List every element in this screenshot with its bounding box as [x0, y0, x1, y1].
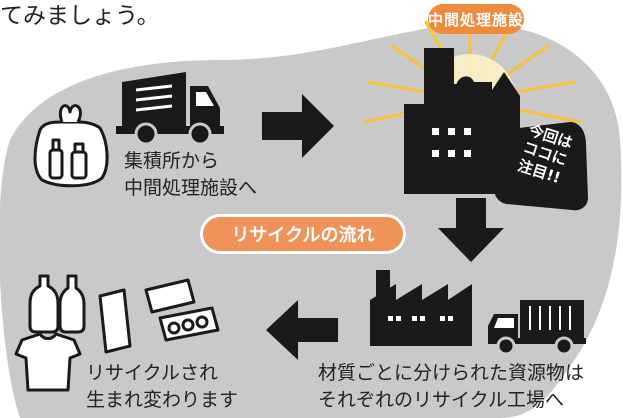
callout-tag — [494, 122, 588, 211]
arrow-left-icon — [266, 300, 338, 360]
bottle-icon — [28, 274, 60, 334]
arrow-right-icon — [262, 94, 334, 158]
garbage-bag-icon — [33, 104, 109, 188]
step-1-label-line2: 中間処理施設へ — [124, 177, 258, 199]
arrow-down-icon — [438, 198, 504, 262]
flow-title: リサイクルの流れ — [203, 217, 403, 251]
tshirt-icon — [14, 332, 82, 392]
step-1-label-line1: 集積所から — [124, 150, 220, 172]
garbage-truck-icon — [116, 72, 224, 146]
step-2-label-line2: それぞれのリサイクル工場へ — [318, 389, 565, 411]
delivery-truck-icon — [488, 300, 586, 356]
facility-badge: 中間処理施設 — [428, 4, 524, 34]
step-3-label-line2: 生まれ変わります — [86, 389, 239, 411]
step-2-label-line1: 材質ごとに分けられた資源物は — [318, 362, 585, 384]
intro-text: てみましょう。 — [0, 3, 160, 29]
carton-icon — [98, 288, 132, 354]
step-3-label-line1: リサイクルされ — [86, 362, 219, 384]
tray-icon — [144, 278, 196, 314]
recycling-factory-icon — [370, 270, 472, 346]
bottle-icon-2 — [58, 274, 86, 334]
recycled-products-icon — [14, 274, 220, 392]
